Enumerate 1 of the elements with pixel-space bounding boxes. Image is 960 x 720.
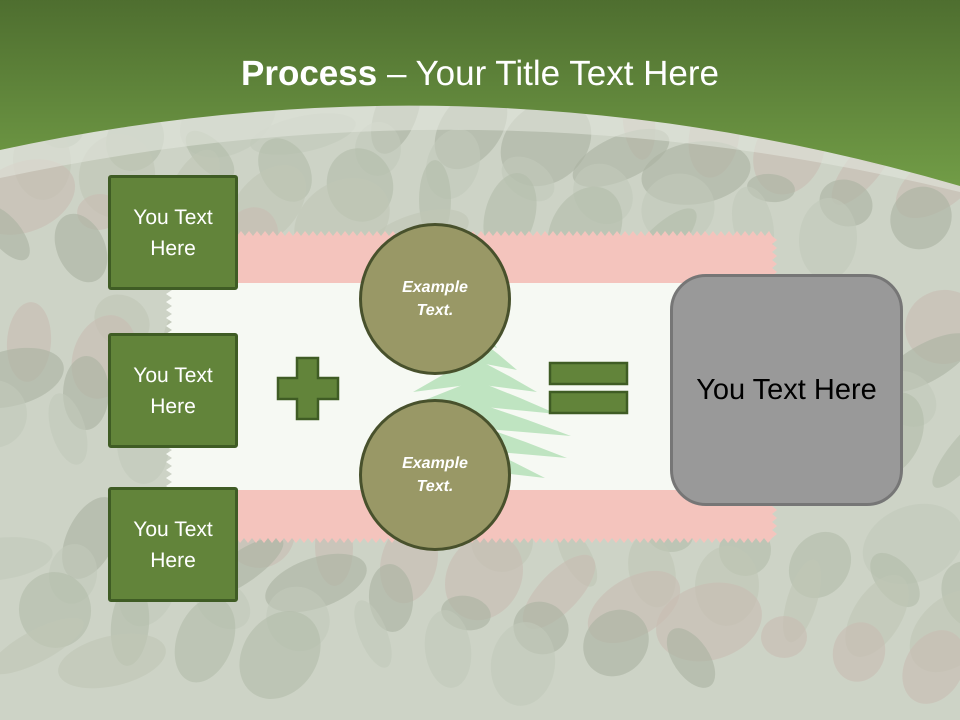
slide-title: Process – Your Title Text Here (241, 53, 719, 95)
